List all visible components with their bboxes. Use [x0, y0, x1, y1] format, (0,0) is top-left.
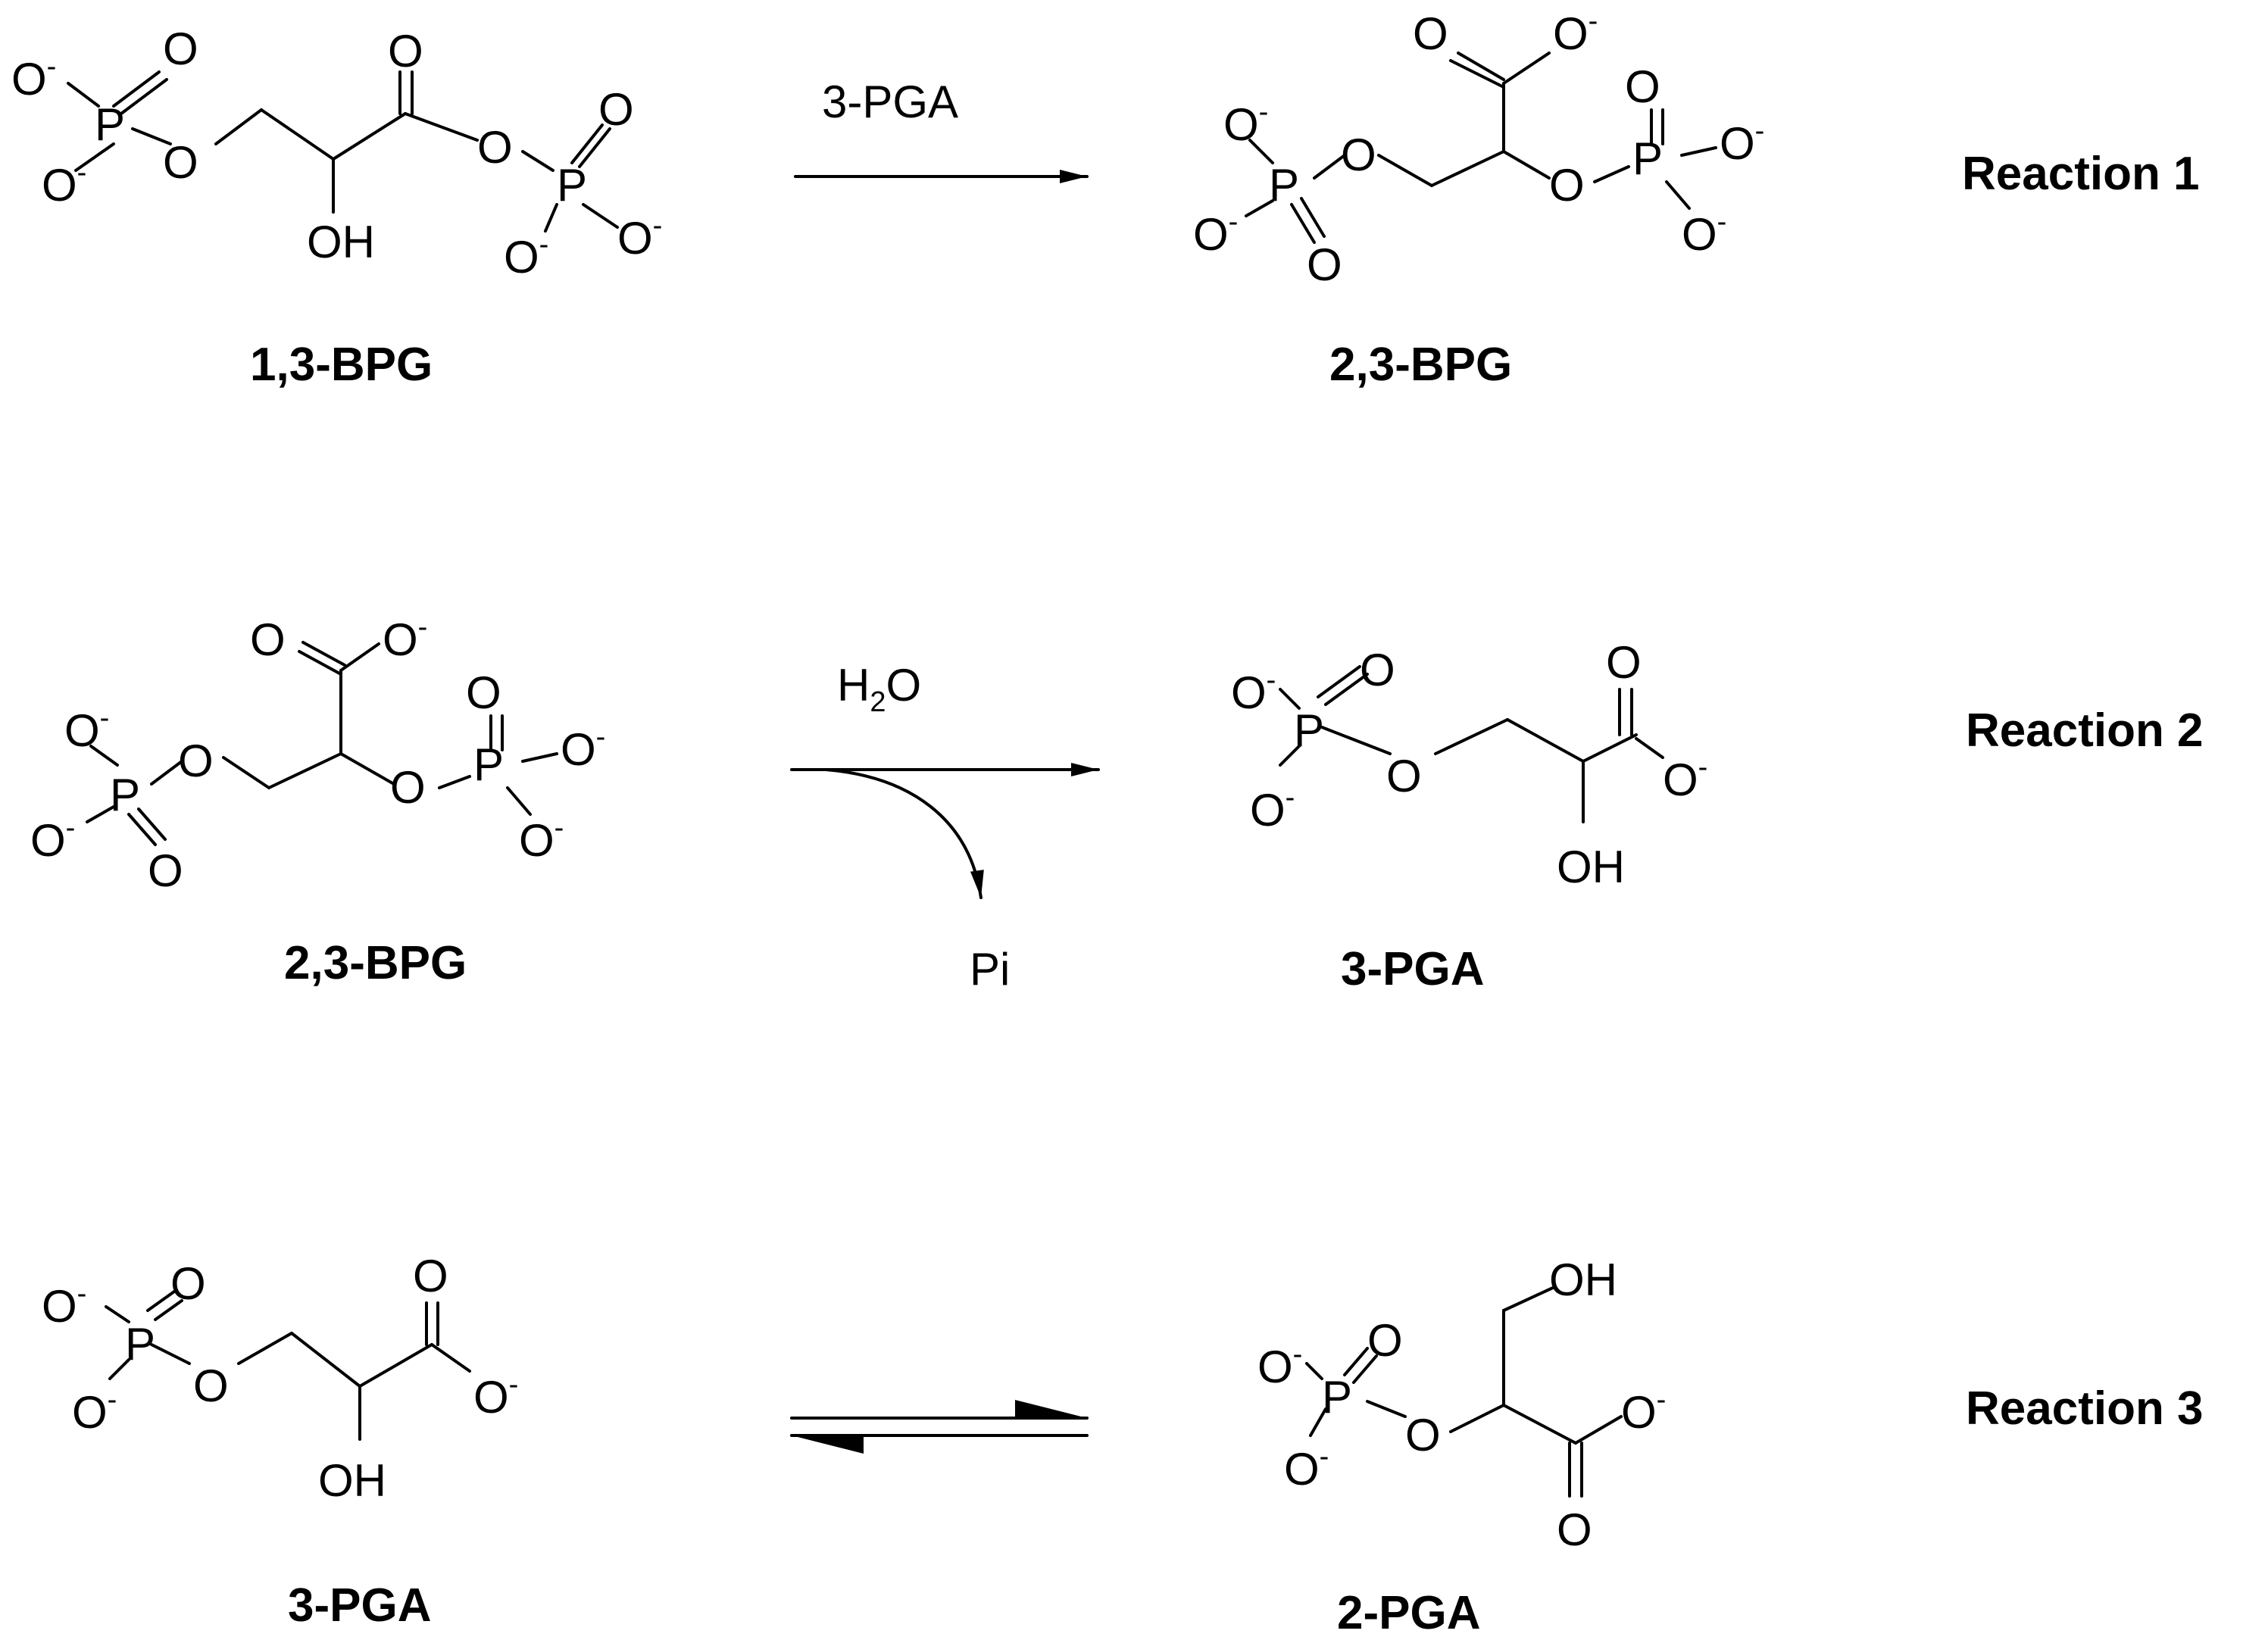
oxygen-atom: O — [1606, 637, 1642, 688]
oxygen-atom: O- — [1621, 1384, 1666, 1438]
reaction-label: Reaction 2 — [1966, 704, 2204, 757]
oxygen-atom: O — [1625, 61, 1660, 112]
phosphorus-atom: P — [110, 770, 140, 820]
oxygen-atom: O- — [1223, 96, 1268, 150]
oxygen-atom: O- — [383, 611, 427, 665]
oxygen-atom: O- — [473, 1369, 518, 1423]
phosphorus-atom: P — [1322, 1372, 1352, 1423]
phosphorus-atom: P — [1294, 705, 1324, 756]
oxygen-atom: O- — [42, 1278, 86, 1332]
release-arrow — [824, 768, 984, 899]
oxygen-atom: O — [1549, 160, 1585, 211]
oxygen-atom: O- — [1663, 751, 1707, 805]
oxygen-atom: O- — [561, 721, 605, 775]
oxygen-atom: O — [598, 84, 634, 135]
compound-name: 2-PGA — [1337, 1587, 1480, 1639]
molecule-3-pga: O- O P O- O OH O O- — [1231, 637, 1707, 892]
oxygen-atom: O — [163, 137, 198, 188]
reaction-1: O- O P O- O OH O O P O O- O- 1,3-BPG 3-P… — [11, 5, 2200, 391]
oxygen-atom: O — [388, 26, 423, 77]
oxygen-atom: O- — [617, 210, 662, 264]
oxygen-atom: O- — [504, 229, 548, 283]
oxygen-atom: O — [413, 1251, 448, 1301]
phosphorus-atom: P — [1269, 160, 1299, 211]
reagent-label: H2O — [837, 660, 921, 718]
oxygen-atom: O — [178, 736, 214, 786]
oxygen-atom: O- — [519, 812, 564, 866]
oxygen-atom: O- — [30, 812, 75, 866]
phosphorus-atom: P — [557, 160, 587, 211]
phosphorus-atom: P — [95, 99, 125, 150]
oxygen-atom: O — [250, 614, 286, 665]
oxygen-atom: O — [163, 23, 198, 74]
oxygen-atom: O — [1413, 8, 1448, 59]
oxygen-atom: O- — [72, 1384, 117, 1438]
phosphorus-atom: P — [473, 739, 504, 790]
oxygen-atom: O — [1405, 1410, 1441, 1460]
oxygen-atom: O — [193, 1360, 229, 1411]
reagent-label: 3-PGA — [822, 77, 958, 127]
oxygen-atom: O — [1367, 1315, 1403, 1366]
hydroxyl-group: OH — [318, 1455, 386, 1506]
oxygen-atom: O — [1386, 751, 1422, 801]
oxygen-atom: O- — [1250, 782, 1295, 836]
oxygen-atom: O- — [64, 702, 109, 756]
oxygen-atom: O- — [1284, 1441, 1329, 1495]
oxygen-atom: O- — [11, 51, 56, 105]
hydroxyl-group: OH — [307, 217, 375, 267]
phosphorus-atom: P — [125, 1319, 155, 1370]
reaction-3: O- O P O- O OH O O- 3-PGA — [42, 1251, 2204, 1639]
oxygen-atom: O — [1307, 239, 1342, 290]
oxygen-atom: O- — [1231, 664, 1276, 718]
hydroxyl-group: OH — [1549, 1254, 1617, 1305]
compound-name: 2,3-BPG — [1329, 339, 1512, 391]
oxygen-atom: O — [390, 762, 426, 813]
molecule-1-3-bpg: O- O P O- O OH O O P O O- O- — [11, 23, 662, 283]
compound-name: 3-PGA — [288, 1579, 431, 1632]
oxygen-atom: O- — [1553, 5, 1598, 59]
compound-name: 3-PGA — [1341, 943, 1484, 995]
molecule-2-3-bpg: O O- O- O P O- O O P O O- O- — [1193, 5, 1764, 290]
oxygen-atom: O — [1360, 645, 1395, 695]
oxygen-atom: O — [477, 122, 513, 173]
oxygen-atom: O- — [1257, 1339, 1302, 1392]
hydroxyl-group: OH — [1557, 842, 1625, 892]
equilibrium-arrow — [790, 1400, 1089, 1454]
oxygen-atom: O — [148, 845, 183, 896]
reaction-label: Reaction 3 — [1966, 1382, 2204, 1435]
molecule-2-pga: OH O- O P O O- O- O — [1257, 1254, 1666, 1555]
oxygen-atom: O- — [1193, 206, 1238, 260]
reaction-label: Reaction 1 — [1962, 148, 2200, 200]
compound-name: 1,3-BPG — [250, 339, 433, 391]
molecule-3-pga: O- O P O- O OH O O- — [42, 1251, 518, 1506]
byproduct-label: Pi — [970, 944, 1010, 995]
oxygen-atom: O — [466, 667, 501, 718]
oxygen-atom: O- — [1682, 206, 1726, 260]
phosphorus-atom: P — [1632, 133, 1663, 184]
molecule-2-3-bpg: O O- O- O P O- O O P O O- O- — [30, 611, 605, 896]
oxygen-atom: O- — [1720, 115, 1764, 169]
reaction-2: O O- O- O P O- O O P O O- O- 2,3-BPG H2O… — [30, 611, 2204, 995]
oxygen-atom: O — [1341, 130, 1376, 180]
oxygen-atom: O- — [42, 157, 86, 211]
oxygen-atom: O — [170, 1258, 206, 1309]
oxygen-atom: O — [1557, 1504, 1592, 1555]
compound-name: 2,3-BPG — [284, 937, 467, 989]
